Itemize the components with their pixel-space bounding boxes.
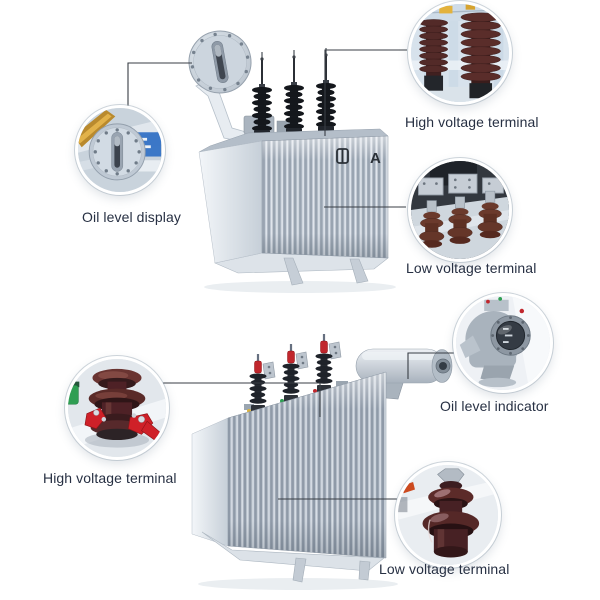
terminal-plate [482, 177, 504, 194]
connector-high-voltage-bottom [163, 382, 321, 417]
label-oil-level-display: Oil level display [82, 209, 181, 225]
lv-bushing [477, 190, 503, 239]
callout-low-voltage-terminal-bottom [395, 462, 501, 568]
factory-crane [439, 5, 453, 14]
leg [292, 557, 307, 583]
label-high-voltage-terminal-top: High voltage terminal [405, 114, 539, 130]
low-voltage-terminal-photo [398, 465, 498, 565]
connector-oil-level-indicator [407, 352, 454, 379]
hv-bushing [249, 353, 276, 415]
hv-bushing [282, 343, 309, 405]
terminal-plate [418, 177, 444, 196]
hv-bushing-closeup [88, 368, 146, 441]
gauge-face [490, 315, 531, 356]
label-low-voltage-terminal-top: Low voltage terminal [406, 260, 537, 276]
leg [349, 258, 369, 284]
callout-oil-level-display [75, 105, 165, 195]
tank-side-panel [198, 140, 263, 264]
callout-low-voltage-terminal-top [408, 158, 512, 262]
label-low-voltage-terminal-bottom: Low voltage terminal [379, 561, 510, 577]
callout-oil-level-indicator [453, 293, 553, 393]
label-high-voltage-terminal-bottom: High voltage terminal [43, 470, 177, 486]
oil-sight-glass [114, 136, 120, 147]
leg [283, 257, 304, 286]
housing-top [484, 299, 509, 312]
lv-bushing-closeup [422, 468, 480, 558]
hv-bushing [316, 48, 336, 134]
green-fitting [68, 385, 79, 405]
floor-shadow [198, 578, 398, 590]
tank-side-panel [191, 417, 229, 547]
hv-insulator-stack [460, 12, 501, 99]
tank-markings: A [336, 148, 381, 167]
callout-connectors [127, 49, 454, 500]
oil-sight-glass [214, 44, 222, 57]
svg-text:A: A [370, 150, 381, 167]
red-clamp [84, 407, 107, 430]
low-voltage-terminal-photo [411, 161, 509, 259]
transformer-bottom [191, 333, 453, 590]
oil-level-display-photo [78, 108, 162, 192]
oil-level-display-flange [88, 123, 146, 181]
high-voltage-terminal-photo [411, 4, 509, 102]
lv-bushing [419, 200, 445, 248]
oil-level-indicator-photo [456, 296, 550, 390]
leg [358, 560, 371, 581]
transformer-top: A [188, 30, 396, 293]
high-voltage-terminal-photo [68, 359, 166, 457]
lv-bushing [447, 196, 473, 244]
hv-insulator-stack [419, 19, 448, 91]
connector-oil-level-display [127, 62, 192, 106]
callout-high-voltage-terminal-top [408, 1, 512, 105]
label-oil-level-indicator: Oil level indicator [440, 398, 549, 414]
terminal-plate [448, 173, 478, 194]
callout-high-voltage-terminal-bottom [65, 356, 169, 460]
connector-high-voltage-top [324, 49, 407, 136]
oil-level-display-part [188, 30, 252, 143]
red-clamp [127, 413, 161, 441]
floor-shadow [204, 281, 396, 293]
